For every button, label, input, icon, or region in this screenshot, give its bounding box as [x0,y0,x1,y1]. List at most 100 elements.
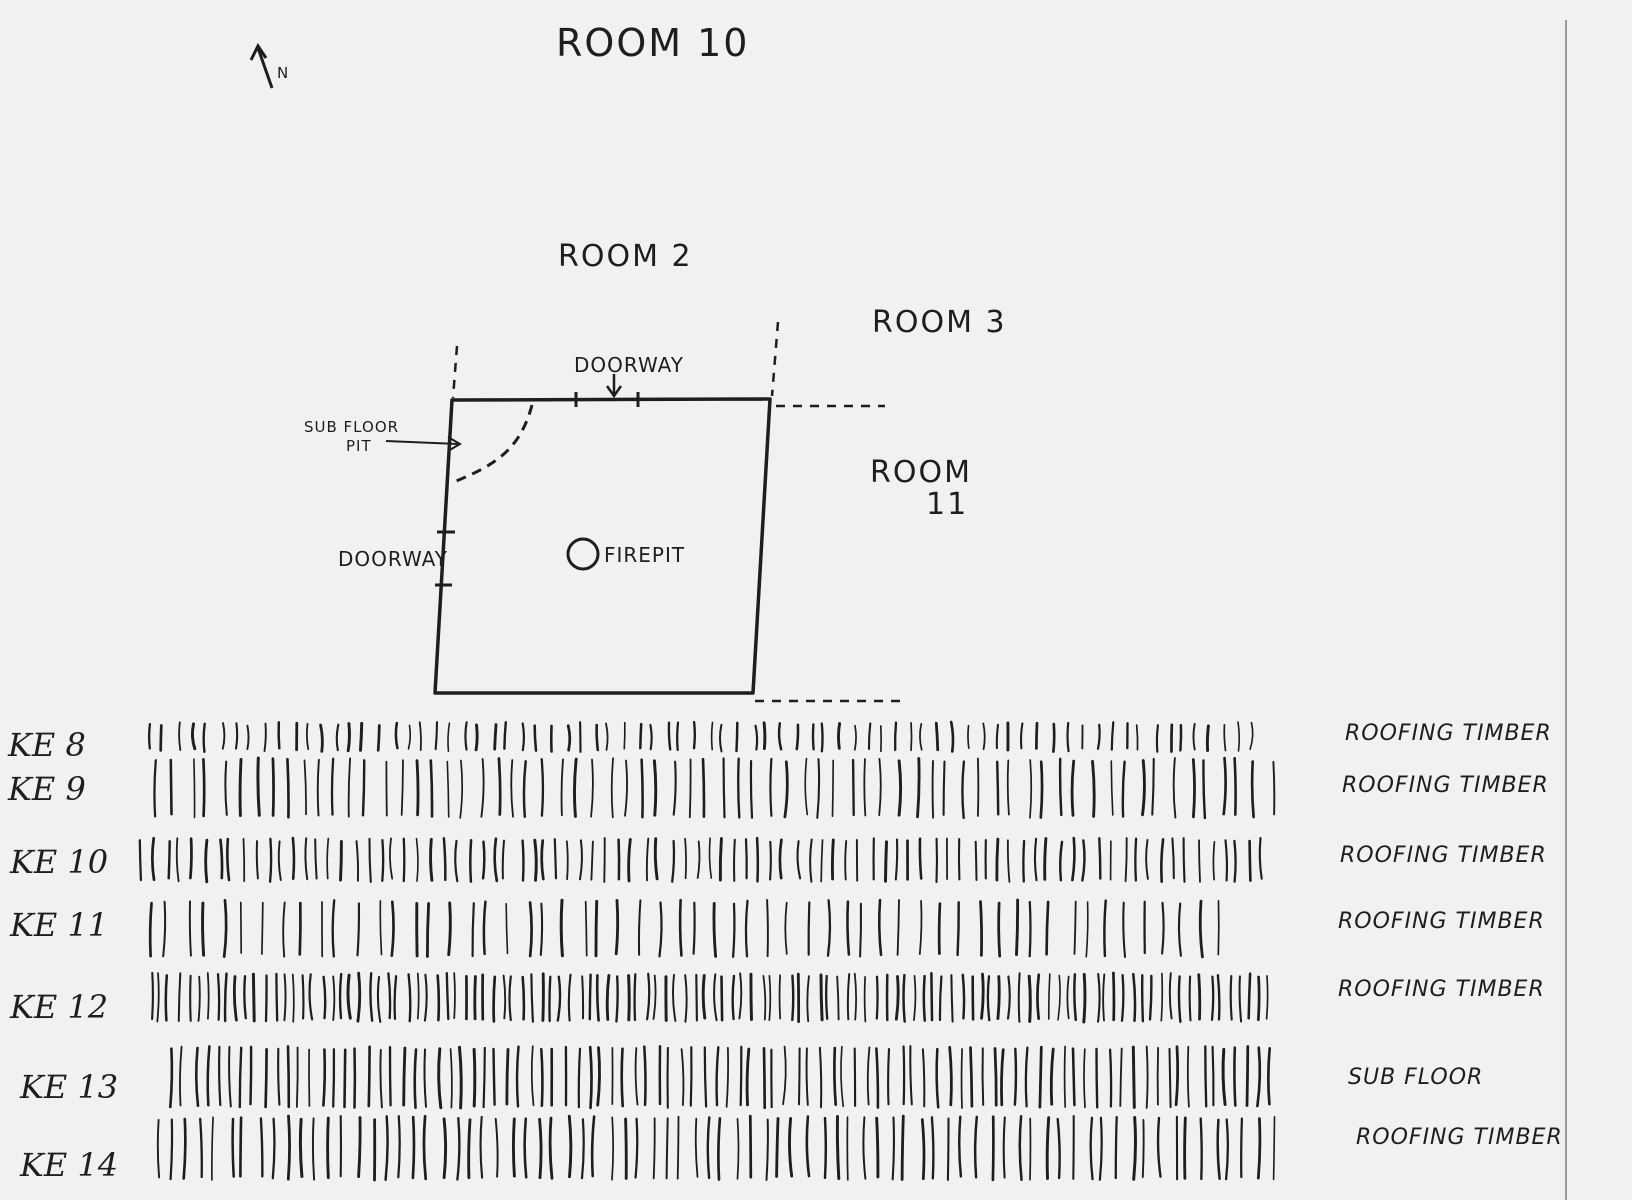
timber-stroke [672,973,677,1022]
timber-stroke [303,759,307,816]
timber-stroke [795,723,800,751]
timber-stroke [1124,837,1128,883]
timber-stroke [1145,838,1149,880]
room-3-label: ROOM 3 [872,305,1007,340]
timber-stroke [469,838,473,883]
timber-stroke [367,1045,371,1108]
timber-stroke [816,758,821,819]
timber-stroke [510,759,514,818]
timber-stroke [301,974,305,1020]
timber-stroke [503,721,508,750]
timber-stroke [201,901,206,957]
timber-stroke [1148,974,1153,1021]
timber-stroke [1047,973,1051,1020]
timber-stroke [322,975,327,1020]
timber-stroke [179,1045,183,1107]
timber-row-note: ROOFING TIMBER [1340,843,1547,868]
timber-stroke [548,1116,554,1180]
timber-stroke [762,975,767,1021]
timber-stroke [332,975,336,1021]
timber-stroke [456,1117,461,1181]
timber-stroke [216,973,221,1021]
timber-stroke [710,721,714,751]
timber-stroke [1102,973,1106,1022]
timber-stroke [701,974,707,1020]
timber-stroke [533,724,538,752]
timber-stroke [1073,900,1077,955]
timber-stroke [783,760,789,819]
timber-stroke [464,721,468,751]
subfloor-pit-arrow-icon [385,436,462,452]
timber-stroke [896,899,900,956]
timber-stroke [715,1046,720,1107]
timber-stroke [1039,760,1044,819]
timber-stroke [1052,722,1056,753]
timber-stroke [689,1046,693,1107]
timber-stroke [595,723,600,752]
timber-row-id: KE 12 [9,988,108,1026]
timber-stroke [1110,760,1114,816]
timber-stroke [1265,975,1269,1020]
timber-stroke [429,759,434,818]
timber-stroke [863,758,867,817]
timber-stroke [304,837,309,881]
timber-stroke [1018,1114,1023,1181]
timber-stroke [1256,975,1261,1022]
timber-stroke [1131,1045,1136,1109]
timber-stroke [1229,975,1233,1021]
timber-stroke [1205,724,1210,752]
timber-stroke [533,838,538,882]
timber-stroke [355,840,360,882]
timber-stroke [1168,1047,1172,1109]
timber-stroke [796,840,802,880]
timber-stroke [982,722,986,751]
timber-stroke [539,902,544,957]
timber-stroke [453,972,456,1019]
timber-stroke [643,1045,647,1107]
timber-row-ke-10: KE 10 ROOFING TIMBER [9,836,1547,884]
timber-stroke [346,973,352,1020]
timber-marks [168,1044,1272,1110]
timber-stroke [1135,724,1139,751]
timber-row-note: ROOFING TIMBER [1338,977,1545,1002]
timber-stroke [322,1048,327,1107]
timber-stroke [1096,972,1101,1023]
timber-stroke [1188,975,1192,1022]
timber-stroke [508,975,512,1022]
timber-row-note: ROOFING TIMBER [1345,721,1552,746]
timber-stroke [595,974,600,1022]
timber-stroke [264,1047,268,1109]
timber-stroke [407,724,412,750]
timber-stroke [820,839,824,883]
timber-stroke [277,721,281,750]
timber-stroke [894,975,900,1021]
timber-stroke [867,722,872,751]
timber-stroke [1168,972,1173,1020]
timber-stroke [611,1116,615,1181]
timber-stroke [454,839,459,883]
timber-stroke [178,721,182,751]
timber-stroke [1121,760,1126,818]
timber-stroke [376,724,381,752]
timber-stroke [1029,759,1033,819]
timber-stroke [884,840,888,883]
timber-stroke [624,1117,628,1180]
timber-marks [138,836,1263,884]
timber-stroke [922,974,927,1022]
timber-stroke [1063,1045,1067,1108]
timber-stroke [1172,757,1177,819]
timber-stroke [1024,1046,1029,1108]
timber-stroke [1081,839,1086,882]
timber-stroke [762,1046,767,1110]
timber-row-id: KE 9 [7,770,86,808]
timber-stroke [1223,724,1227,752]
timber-stroke [384,1115,389,1182]
timber-stroke [744,899,749,958]
timber-stroke [639,722,643,750]
timber-stroke [311,1117,316,1181]
timber-stroke [445,972,450,1021]
timber-stroke [846,900,851,956]
timber-stroke [1132,1116,1137,1181]
timber-stroke [878,757,882,817]
timber-stroke [1233,839,1237,883]
